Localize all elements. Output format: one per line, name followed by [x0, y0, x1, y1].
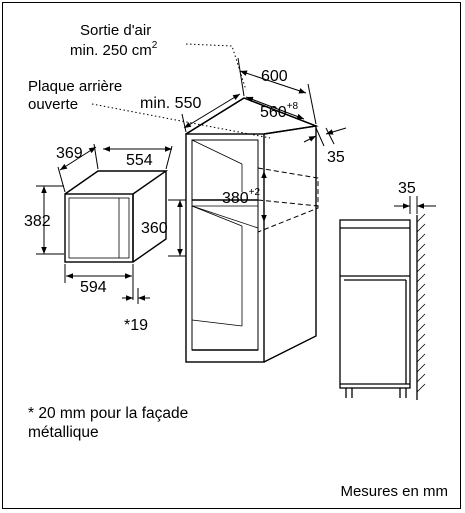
- air-outlet-line1: Sortie d'air: [80, 22, 151, 39]
- niche-height-label: 380+2: [222, 187, 261, 207]
- appliance-dimensions: [36, 143, 186, 304]
- appliance-inner-height-label: 360: [141, 220, 168, 237]
- back-panel-line2: ouverte: [28, 96, 78, 113]
- cabinet-width-label: 600: [261, 68, 288, 85]
- diagram-frame: [2, 2, 461, 509]
- niche-outline: [257, 167, 319, 233]
- cabinet-drawing: [185, 97, 319, 363]
- appliance-drawing: [64, 170, 169, 263]
- appliance-front-width-label: 594: [80, 279, 107, 296]
- cabinet-min-depth-label: min. 550: [140, 95, 201, 112]
- leader-lines: [91, 43, 271, 139]
- side-gap-label: 35: [398, 180, 416, 197]
- appliance-front-thickness-label: *19: [124, 317, 148, 334]
- cabinet-inner-width-label: 560+8: [260, 101, 299, 121]
- cabinet-rear-gap-label: 35: [327, 149, 345, 166]
- side-view-drawing: [339, 213, 426, 400]
- appliance-depth-label: 369: [56, 145, 83, 162]
- appliance-width-label: 554: [126, 152, 153, 169]
- footnote-line1: * 20 mm pour la façade: [28, 405, 189, 422]
- footnote-line2: métallique: [28, 424, 99, 441]
- niche-height-tolerance: +2: [249, 187, 261, 198]
- back-panel-line1: Plaque arrière: [28, 78, 122, 95]
- footnote: * 20 mm pour la façade métallique: [28, 404, 188, 442]
- cabinet-inner-width-tolerance: +8: [287, 101, 299, 112]
- units-label: Mesures en mm: [340, 483, 448, 500]
- cabinet-dimensions: [181, 57, 347, 222]
- air-outlet-line2: min. 250 cm2: [70, 40, 158, 59]
- appliance-height-label: 382: [24, 213, 51, 230]
- side-view-dimension: [394, 196, 436, 214]
